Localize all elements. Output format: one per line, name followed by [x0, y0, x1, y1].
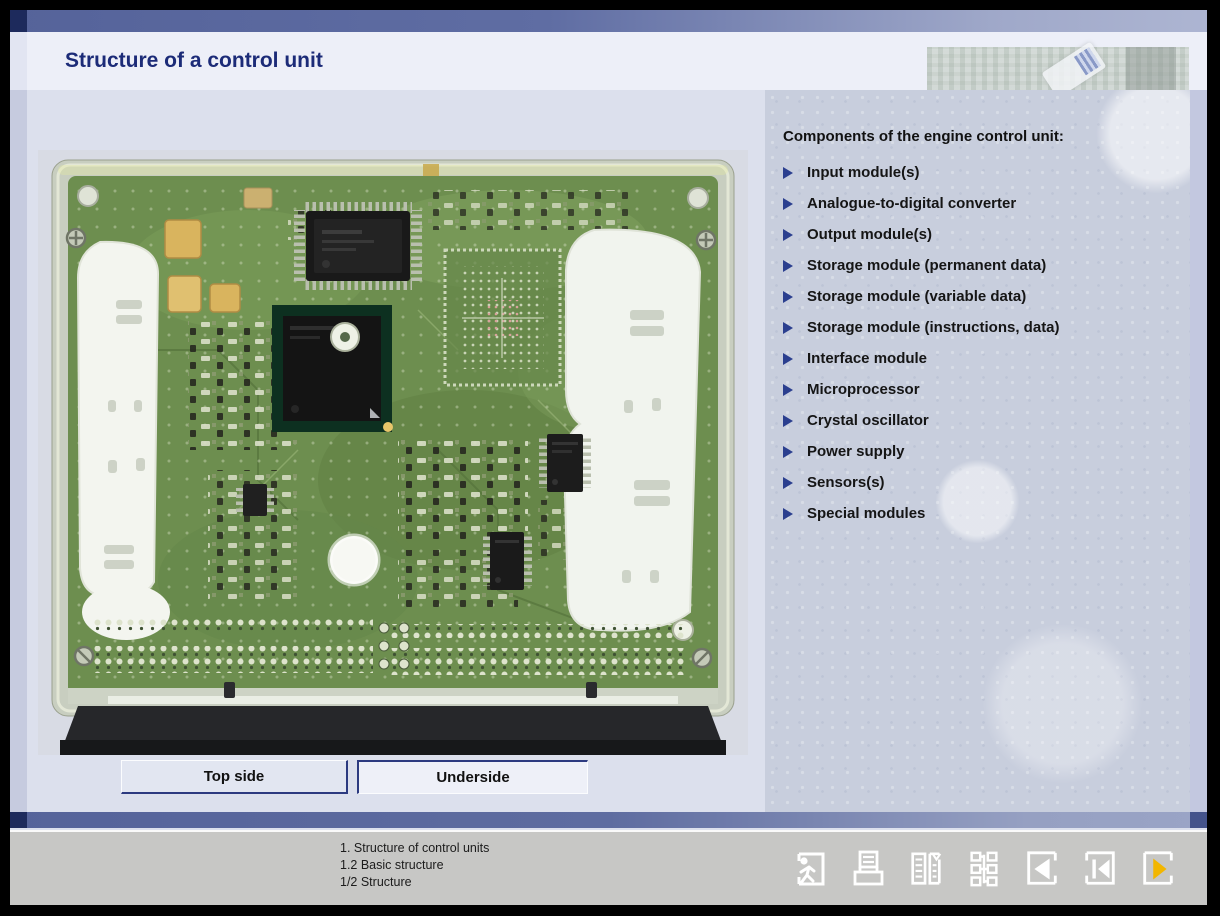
triangle-bullet-icon: [783, 507, 793, 520]
nav-toolbar: [791, 832, 1177, 905]
panel-heading: Components of the engine control unit:: [783, 128, 1064, 145]
triangle-bullet-icon: [783, 228, 793, 241]
print-icon: [853, 850, 884, 885]
breadcrumb-line-3: 1/2 Structure: [340, 875, 412, 889]
component-label: Analogue-to-digital converter: [807, 195, 1017, 212]
qfp-footprint: [443, 248, 562, 387]
page-title: Structure of a control unit: [65, 49, 323, 72]
component-label: Special modules: [807, 505, 926, 522]
title-bar: Structure of a control unit: [10, 32, 1207, 103]
index-icon: [911, 851, 942, 885]
triangle-bullet-icon: [783, 383, 793, 396]
component-label: Input module(s): [807, 164, 920, 181]
list-item: Storage module (permanent data): [783, 250, 1180, 281]
back-icon: [1027, 850, 1057, 885]
components-panel: Components of the engine control unit: I…: [765, 90, 1190, 812]
top-corner-square: [10, 10, 27, 32]
list-item: Microprocessor: [783, 374, 1180, 405]
exit-icon: [797, 852, 825, 885]
component-label: Interface module: [807, 350, 928, 367]
list-item: Storage module (instructions, data): [783, 312, 1180, 343]
components-list: Input module(s) Analogue-to-digital conv…: [765, 157, 1190, 529]
triangle-bullet-icon: [783, 352, 793, 365]
component-label: Sensors(s): [807, 474, 885, 491]
triangle-bullet-icon: [783, 321, 793, 334]
component-label: Crystal oscillator: [807, 412, 929, 429]
sitemap-button[interactable]: [965, 846, 1003, 892]
bga-chip: [272, 305, 393, 432]
breadcrumb: 1. Structure of control units 1.2 Basic …: [340, 840, 489, 891]
top-band: [10, 10, 1207, 32]
component-label: Microprocessor: [807, 381, 920, 398]
triangle-bullet-icon: [783, 414, 793, 427]
small-ic-left: [236, 484, 274, 516]
underside-button[interactable]: Underside: [357, 760, 588, 794]
print-button[interactable]: [849, 846, 887, 892]
top-side-button[interactable]: Top side: [121, 760, 348, 794]
list-item: Input module(s): [783, 157, 1180, 188]
breadcrumb-line-2: 1.2 Basic structure: [340, 858, 444, 872]
app-window: Structure of a control unit: [10, 10, 1207, 905]
exit-button[interactable]: [791, 846, 829, 892]
list-item: Storage module (variable data): [783, 281, 1180, 312]
breadcrumb-line-1: 1. Structure of control units: [340, 841, 490, 855]
list-item: Output module(s): [783, 219, 1180, 250]
list-item: Power supply: [783, 436, 1180, 467]
index-button[interactable]: [907, 846, 945, 892]
component-label: Storage module (variable data): [807, 288, 1027, 305]
status-bar: 1. Structure of control units 1.2 Basic …: [10, 830, 1207, 905]
triangle-bullet-icon: [783, 166, 793, 179]
bottom-corner-left: [10, 812, 27, 828]
triangle-bullet-icon: [783, 476, 793, 489]
right-edge-strip: [1190, 90, 1207, 812]
bottom-band: [10, 812, 1207, 828]
list-item: Analogue-to-digital converter: [783, 188, 1180, 219]
list-item: Special modules: [783, 498, 1180, 529]
component-label: Output module(s): [807, 226, 932, 243]
soic-chip-right: [539, 434, 591, 492]
left-edge-strip: [10, 90, 27, 812]
chapter-start-icon: [1085, 850, 1115, 885]
list-item: Sensors(s): [783, 467, 1180, 498]
chapter-start-button[interactable]: [1081, 846, 1119, 892]
component-label: Power supply: [807, 443, 905, 460]
triangle-bullet-icon: [783, 259, 793, 272]
triangle-bullet-icon: [783, 197, 793, 210]
list-item: Crystal oscillator: [783, 405, 1180, 436]
title-bar-left-strip: [10, 32, 27, 90]
component-label: Storage module (permanent data): [807, 257, 1047, 274]
bottom-corner-right: [1190, 812, 1207, 828]
back-button[interactable]: [1023, 846, 1061, 892]
sitemap-icon: [970, 851, 998, 886]
list-item: Interface module: [783, 343, 1180, 374]
next-button[interactable]: [1139, 846, 1177, 892]
soic-chip-bottom: [483, 532, 532, 590]
qfp-chip: [294, 202, 422, 290]
triangle-bullet-icon: [783, 445, 793, 458]
triangle-bullet-icon: [783, 290, 793, 303]
component-label: Storage module (instructions, data): [807, 319, 1060, 336]
pcb-photo: [38, 150, 748, 755]
next-icon: [1143, 850, 1173, 885]
